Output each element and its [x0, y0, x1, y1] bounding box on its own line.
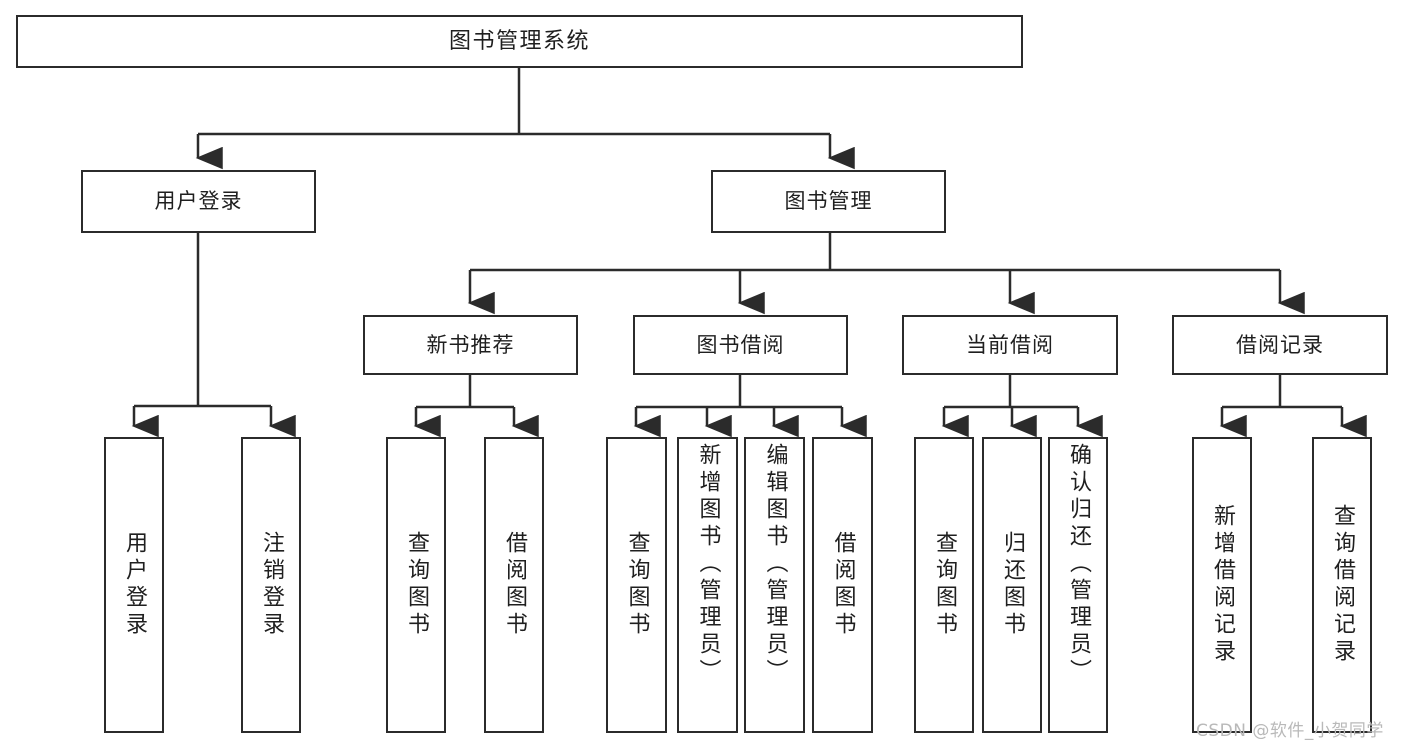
node-user-login-label: 用户登录 — [154, 189, 243, 214]
node-leaf-borrow-book-2[interactable]: 借阅图书 — [812, 437, 873, 733]
node-leaf-add-book-label: 新增图书（管理员） — [695, 443, 721, 686]
node-leaf-query-book-1[interactable]: 查询图书 — [386, 437, 446, 733]
node-leaf-user-login[interactable]: 用户登录 — [104, 437, 164, 733]
node-book-manage-label: 图书管理 — [784, 189, 873, 214]
node-leaf-query-book-3-label: 查询图书 — [932, 531, 957, 639]
node-leaf-query-book-2-label: 查询图书 — [624, 531, 650, 639]
node-new-book-rec-label: 新书推荐 — [426, 332, 515, 357]
node-borrow-record-label: 借阅记录 — [1236, 332, 1324, 357]
node-leaf-confirm-return-label: 确认归还（管理员） — [1066, 443, 1091, 686]
node-leaf-add-book[interactable]: 新增图书（管理员） — [677, 437, 738, 733]
node-leaf-user-logout[interactable]: 注销登录 — [241, 437, 301, 733]
node-root-label: 图书管理系统 — [448, 28, 590, 54]
node-leaf-return-book-label: 归还图书 — [1000, 531, 1025, 639]
node-leaf-confirm-return[interactable]: 确认归还（管理员） — [1048, 437, 1108, 733]
node-leaf-query-book-3[interactable]: 查询图书 — [914, 437, 974, 733]
node-book-borrow[interactable]: 图书借阅 — [633, 315, 848, 375]
node-borrow-record[interactable]: 借阅记录 — [1172, 315, 1388, 375]
node-current-borrow-label: 当前借阅 — [966, 332, 1054, 357]
node-leaf-query-record[interactable]: 查询借阅记录 — [1312, 437, 1372, 733]
node-leaf-add-record[interactable]: 新增借阅记录 — [1192, 437, 1252, 733]
node-leaf-borrow-book-2-label: 借阅图书 — [830, 531, 856, 639]
node-new-book-rec[interactable]: 新书推荐 — [363, 315, 578, 375]
node-leaf-edit-book[interactable]: 编辑图书（管理员） — [744, 437, 805, 733]
node-leaf-return-book[interactable]: 归还图书 — [982, 437, 1042, 733]
node-leaf-query-book-1-label: 查询图书 — [404, 531, 429, 639]
node-leaf-user-logout-label: 注销登录 — [259, 531, 284, 639]
node-leaf-borrow-book-1[interactable]: 借阅图书 — [484, 437, 544, 733]
node-book-borrow-label: 图书借阅 — [696, 332, 785, 357]
node-current-borrow[interactable]: 当前借阅 — [902, 315, 1118, 375]
node-leaf-edit-book-label: 编辑图书（管理员） — [762, 443, 788, 686]
node-root[interactable]: 图书管理系统 — [16, 15, 1023, 68]
node-user-login[interactable]: 用户登录 — [81, 170, 316, 233]
node-leaf-user-login-label: 用户登录 — [122, 531, 147, 639]
node-leaf-query-record-label: 查询借阅记录 — [1330, 504, 1355, 666]
node-leaf-query-book-2[interactable]: 查询图书 — [606, 437, 667, 733]
csdn-watermark: CSDN @软件_小贺同学 — [1196, 721, 1384, 741]
node-leaf-borrow-book-1-label: 借阅图书 — [502, 531, 527, 639]
node-book-manage[interactable]: 图书管理 — [711, 170, 946, 233]
node-leaf-add-record-label: 新增借阅记录 — [1210, 504, 1235, 666]
